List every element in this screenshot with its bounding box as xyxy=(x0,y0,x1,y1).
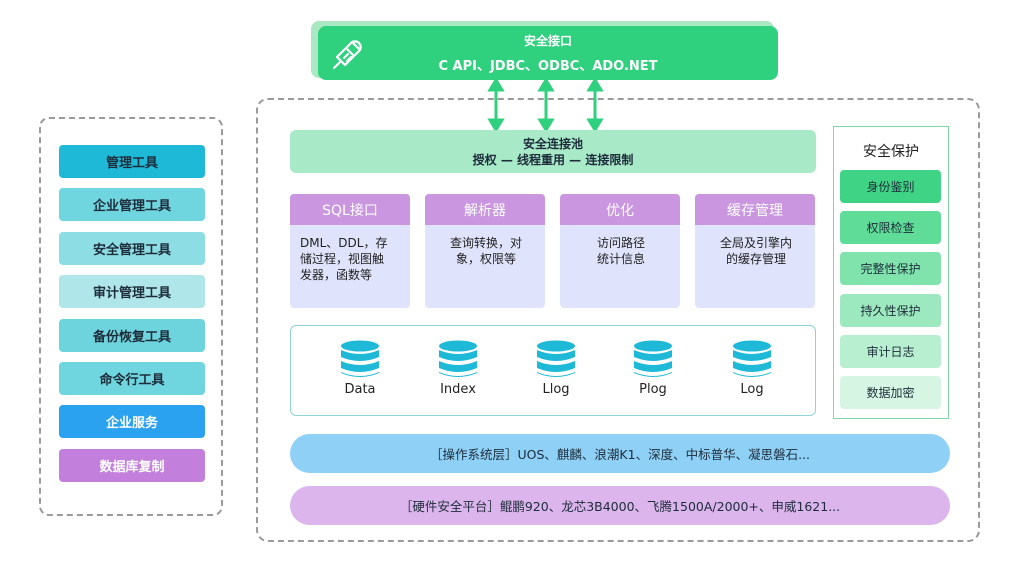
protection-item-encryption: 数据加密 xyxy=(840,376,941,409)
tool-item-security[interactable]: 安全管理工具 xyxy=(59,232,205,265)
database-icon xyxy=(341,340,379,377)
module-desc-line: 全局及引擎内 xyxy=(719,236,792,250)
protection-item-permission: 权限检查 xyxy=(840,211,941,244)
protection-label: 身份鉴别 xyxy=(866,180,915,194)
security-interface: 安全接口 C API、JDBC、ODBC、ADO.NET xyxy=(318,26,778,80)
os-layer-text: ［操作系统层］UOS、麒麟、浪潮K1、深度、中标普华、凝思磐石... xyxy=(430,447,810,462)
storage-label: Llog xyxy=(542,382,570,397)
module-title: 解析器 xyxy=(425,194,545,225)
storage-label: Log xyxy=(740,382,764,397)
main-architecture-panel xyxy=(256,98,980,542)
protection-label: 权限检查 xyxy=(866,221,915,235)
tool-label: 审计管理工具 xyxy=(92,286,171,301)
tools-panel xyxy=(39,117,223,516)
tool-item-enterprise[interactable]: 企业管理工具 xyxy=(59,188,205,221)
storage-item-plog: Plog xyxy=(623,340,683,397)
tool-item-audit[interactable]: 审计管理工具 xyxy=(59,275,205,308)
database-icon xyxy=(733,340,771,377)
protection-item-persistence: 持久性保护 xyxy=(840,294,941,327)
module-title: 优化 xyxy=(560,194,680,225)
module-parser: 解析器 查询转换，对 象，权限等 xyxy=(425,194,545,308)
plug-icon xyxy=(332,40,362,70)
module-desc-line: 象，权限等 xyxy=(455,252,516,266)
pool-title: 安全连接池 xyxy=(522,136,583,151)
module-cache: 缓存管理 全局及引擎内 的缓存管理 xyxy=(695,194,815,308)
storage-label: Index xyxy=(440,382,476,397)
module-desc-line: 统计信息 xyxy=(596,252,645,266)
storage-item-log: Log xyxy=(722,340,782,397)
tool-label: 数据库复制 xyxy=(99,460,165,475)
tool-label: 企业管理工具 xyxy=(92,199,171,214)
tool-label: 命令行工具 xyxy=(99,373,165,388)
database-icon xyxy=(439,340,477,377)
tool-item-enterprise-service[interactable]: 企业服务 xyxy=(59,405,205,438)
protection-item-integrity: 完整性保护 xyxy=(840,252,941,285)
module-title: SQL接口 xyxy=(290,194,410,225)
connection-arrows xyxy=(487,78,604,132)
storage-item-llog: Llog xyxy=(526,340,586,397)
tool-label: 安全管理工具 xyxy=(92,243,171,258)
pool-features: 授权 — 线程重用 — 连接限制 xyxy=(472,152,634,167)
storage-item-data: Data xyxy=(330,340,390,397)
storage-item-index: Index xyxy=(428,340,488,397)
tool-label: 企业服务 xyxy=(105,416,158,431)
protection-label: 审计日志 xyxy=(866,345,915,359)
hardware-layer-bar: ［硬件安全平台］鲲鹏920、龙芯3B4000、飞腾1500A/2000+、申威1… xyxy=(290,486,950,525)
hardware-layer-text: ［硬件安全平台］鲲鹏920、龙芯3B4000、飞腾1500A/2000+、申威1… xyxy=(399,499,841,514)
database-icon xyxy=(634,340,672,377)
module-desc-line: 查询转换，对 xyxy=(449,236,522,250)
module-sql-interface: SQL接口 DML、DDL，存 储过程，视图触 发器，函数等 xyxy=(290,194,410,308)
tool-item-cli[interactable]: 命令行工具 xyxy=(59,362,205,395)
tool-label: 管理工具 xyxy=(105,156,158,171)
connection-pool: 安全连接池 授权 — 线程重用 — 连接限制 xyxy=(290,130,816,173)
protection-item-authentication: 身份鉴别 xyxy=(840,170,941,203)
module-optimizer: 优化 访问路径 统计信息 xyxy=(560,194,680,308)
protection-label: 持久性保护 xyxy=(860,304,921,318)
tool-item-replication[interactable]: 数据库复制 xyxy=(59,449,205,482)
protection-label: 数据加密 xyxy=(866,386,915,400)
tool-item-backup[interactable]: 备份恢复工具 xyxy=(59,319,205,352)
module-desc-line: 访问路径 xyxy=(596,236,645,250)
storage-label: Data xyxy=(344,382,376,397)
protection-label: 完整性保护 xyxy=(860,262,921,276)
storage-label: Plog xyxy=(639,382,667,397)
os-layer-bar: ［操作系统层］UOS、麒麟、浪潮K1、深度、中标普华、凝思磐石... xyxy=(290,434,950,473)
module-title: 缓存管理 xyxy=(695,194,815,225)
tool-label: 备份恢复工具 xyxy=(92,330,171,345)
protection-title: 安全保护 xyxy=(863,144,919,160)
module-desc-line: DML、DDL，存 xyxy=(300,236,388,250)
protection-item-audit-log: 审计日志 xyxy=(840,335,941,368)
module-desc-line: 的缓存管理 xyxy=(725,252,786,266)
module-desc-line: 储过程，视图触 xyxy=(300,252,385,266)
interface-title: 安全接口 xyxy=(523,34,572,48)
database-icon xyxy=(537,340,575,377)
interface-apis: C API、JDBC、ODBC、ADO.NET xyxy=(438,59,658,74)
tool-item-management[interactable]: 管理工具 xyxy=(59,145,205,178)
module-desc-line: 发器，函数等 xyxy=(300,268,373,282)
